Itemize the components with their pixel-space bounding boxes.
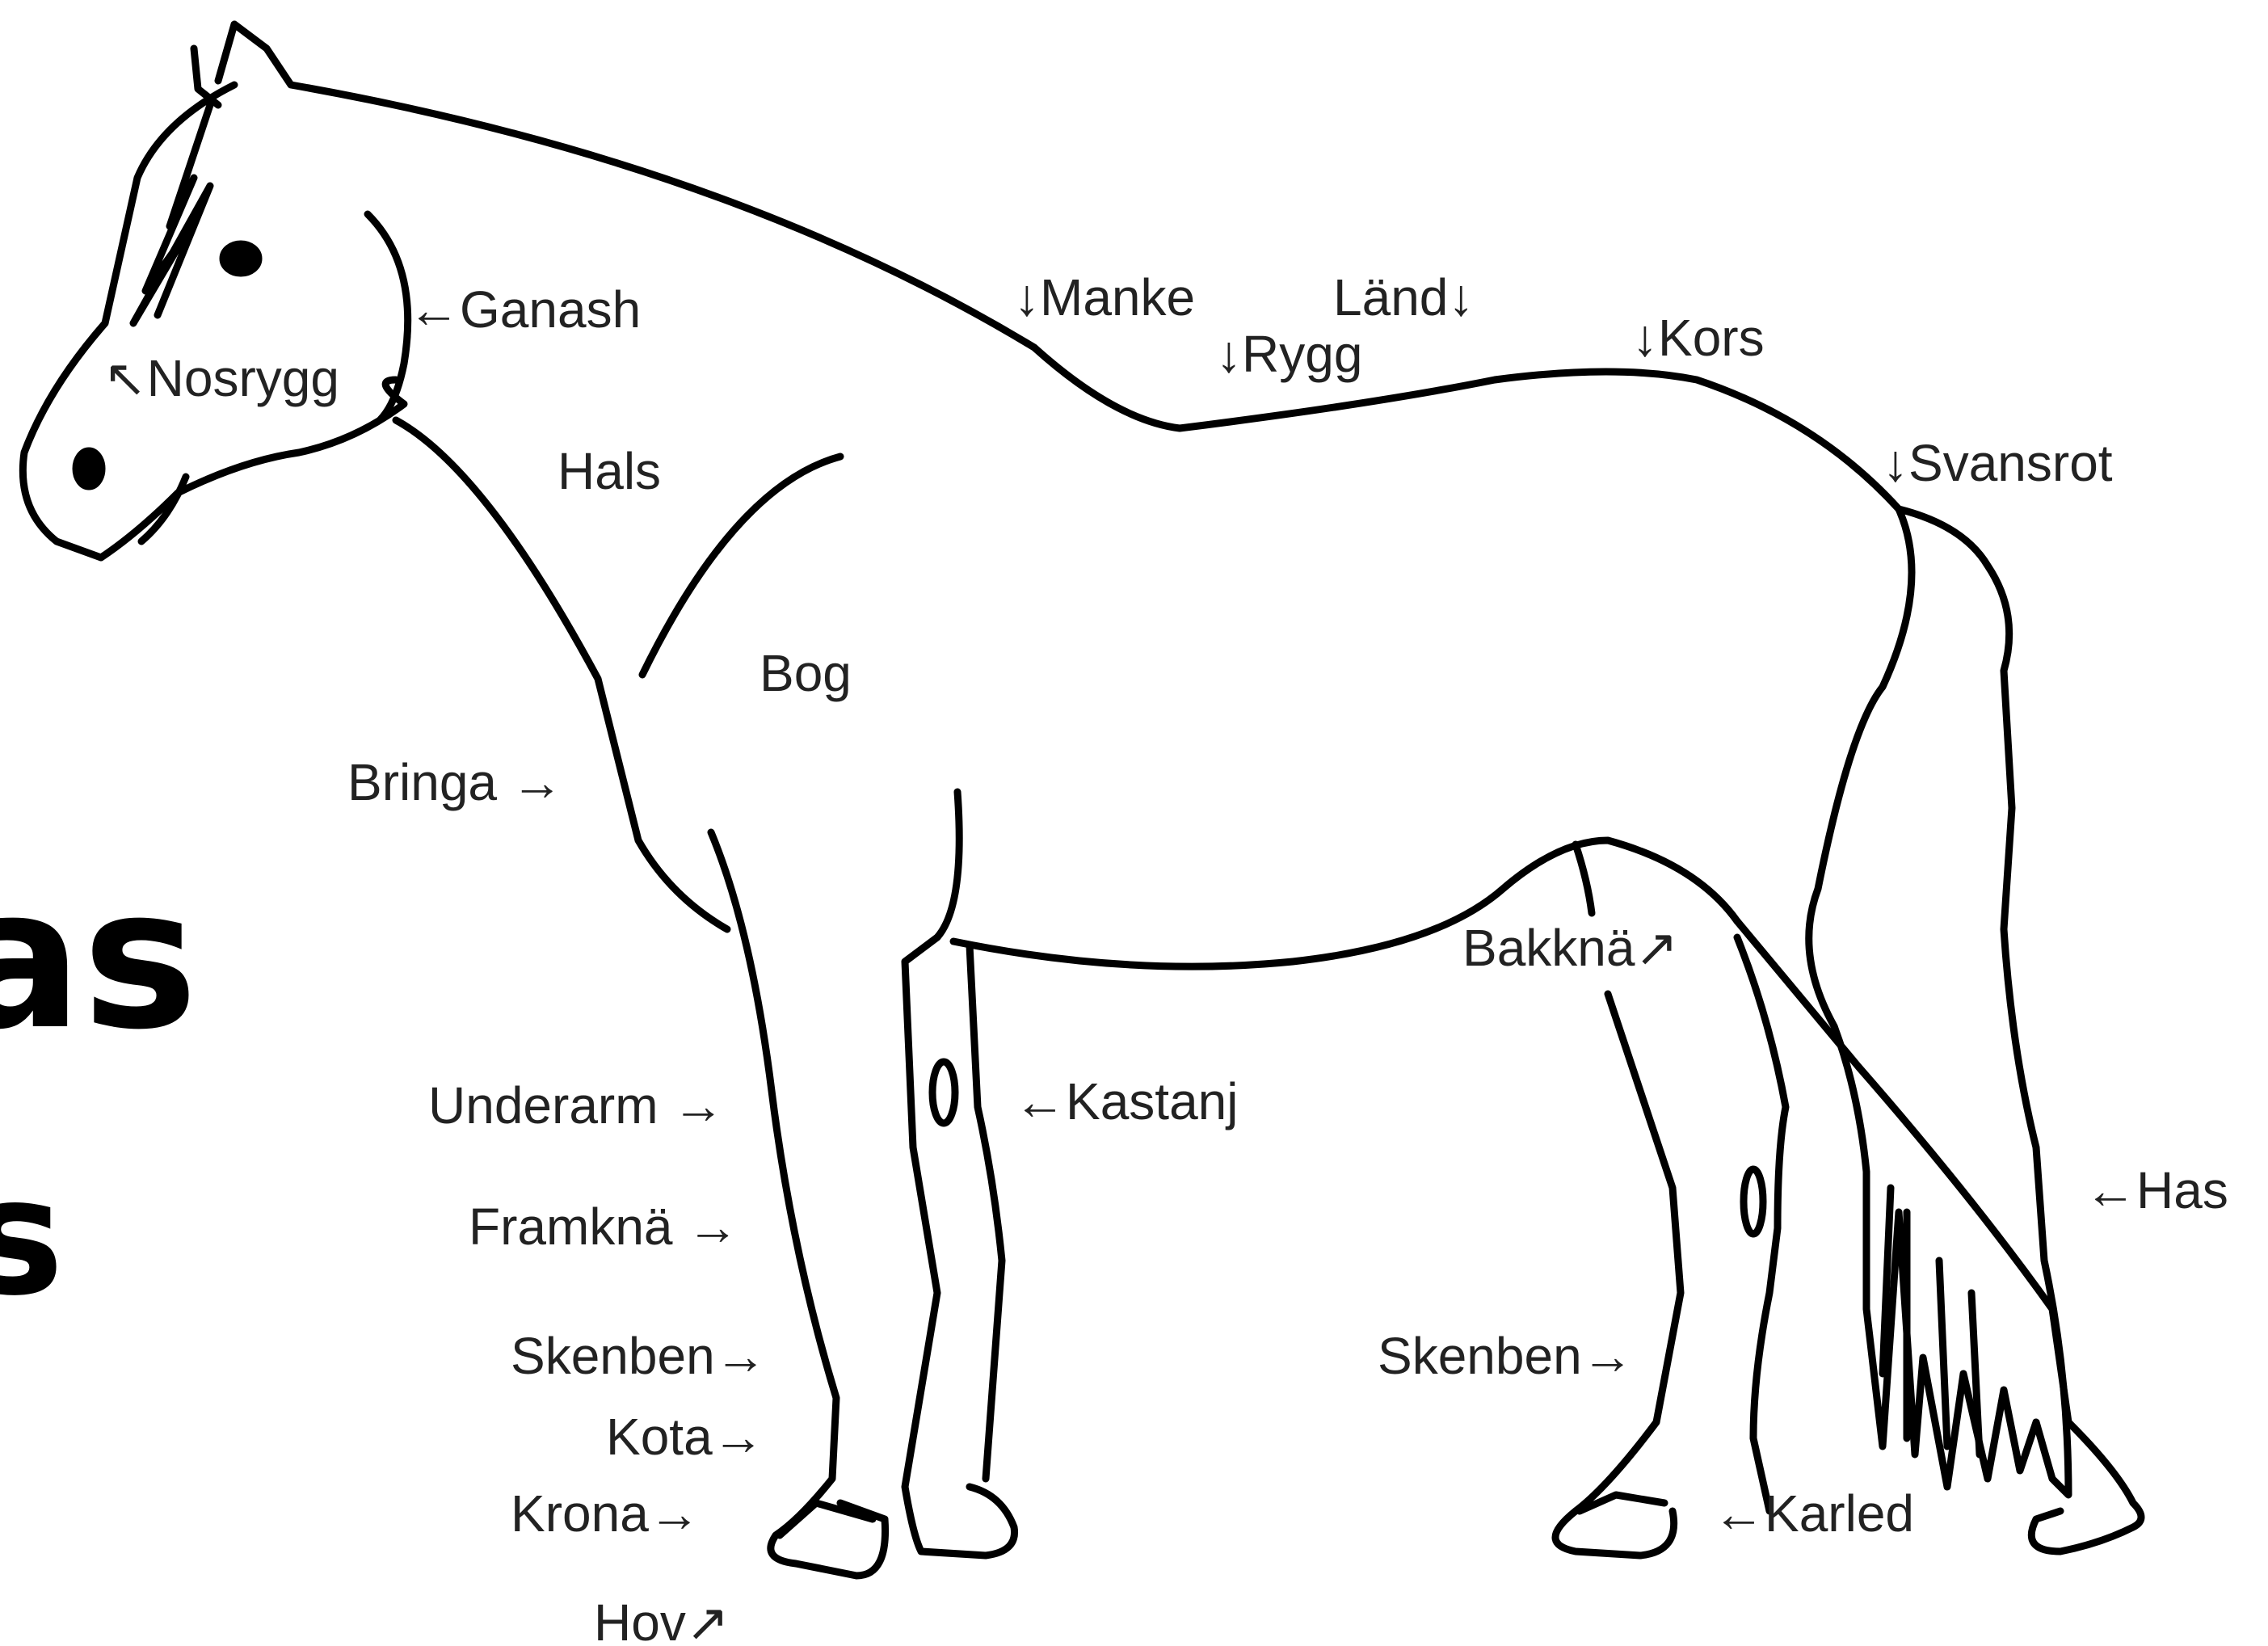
horse-outline [23, 24, 2141, 1576]
horse-hind-leg-far [1555, 994, 1681, 1555]
horse-tail [1809, 509, 2068, 1495]
label-bakkna: Bakknä↗ [1462, 919, 1678, 977]
label-kastanj: ←Kastanj [1014, 1072, 1238, 1130]
label-skenben-front: Skenben→ [511, 1327, 767, 1385]
horse-nostril [76, 451, 102, 486]
label-kota: Kota→ [606, 1408, 764, 1466]
horse-front-leg-far-back [970, 945, 1002, 1479]
horse-stifle [1576, 844, 1592, 913]
label-bog: Bog [760, 644, 852, 702]
label-skenben-back: Skenben→ [1378, 1327, 1634, 1385]
label-krona: Krona→ [511, 1484, 701, 1543]
label-framkna: Framknä → [469, 1198, 738, 1256]
horse-eye [223, 244, 259, 273]
side-text-small: s [0, 1143, 64, 1332]
label-manke: ↓Manke [1014, 268, 1195, 326]
label-karled: ←Karled [1713, 1484, 1914, 1543]
label-bringa: Bringa → [347, 753, 563, 811]
horse-mane [133, 105, 210, 323]
hock-mark [1744, 1169, 1763, 1234]
label-ganash: ←Ganash [408, 280, 641, 339]
horse-head-outline [218, 24, 1899, 509]
label-kors: ↓Kors [1632, 309, 1765, 367]
label-underarm: Underarm → [428, 1076, 724, 1135]
side-text-large: as [0, 846, 198, 1072]
label-hov: Hov↗ [594, 1593, 729, 1646]
label-hals: Hals [558, 442, 661, 500]
horse-shoulder [642, 457, 840, 675]
label-rygg: ↓Rygg [1216, 325, 1362, 383]
label-nosrygg: ↖Nosrygg [103, 349, 339, 407]
label-has: ←Has [2085, 1161, 2228, 1219]
label-svansrot: ↓Svansrot [1883, 434, 2113, 492]
horse-front-leg-far [905, 792, 1015, 1555]
chestnut-mark [932, 1062, 955, 1123]
label-land: Länd↓ [1333, 268, 1474, 326]
